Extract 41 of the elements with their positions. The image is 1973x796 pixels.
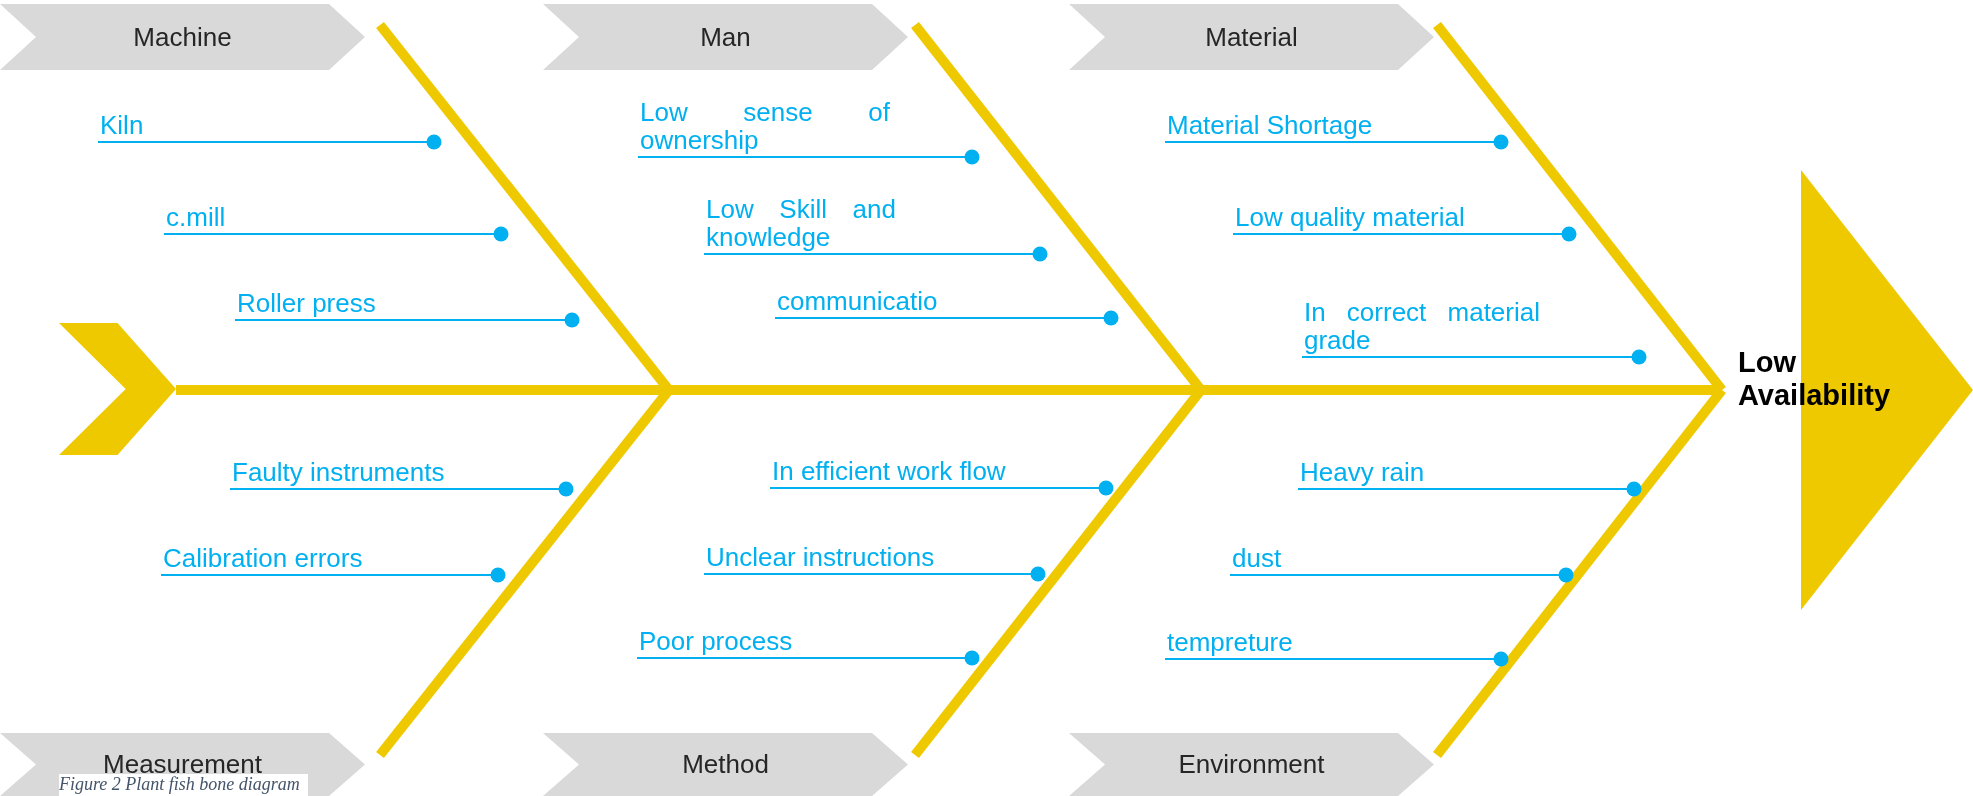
category-label: Method bbox=[543, 733, 908, 796]
leader-line bbox=[1301, 349, 1647, 365]
leader-line bbox=[769, 480, 1114, 496]
cause-text: Material Shortage bbox=[1167, 111, 1479, 140]
leader-line bbox=[163, 226, 509, 242]
cause-text: Low Skill and knowledge bbox=[706, 194, 896, 252]
cause-text: Unclear instructions bbox=[706, 543, 1016, 572]
leader-line bbox=[1164, 651, 1509, 667]
cause-text: Poor process bbox=[639, 627, 950, 656]
cause-text: Low quality material bbox=[1235, 203, 1547, 232]
cause-text: In correct material grade bbox=[1304, 297, 1540, 355]
leader-line bbox=[97, 134, 442, 150]
cause-text: c.mill bbox=[166, 203, 479, 232]
cause-text: Roller press bbox=[237, 289, 550, 318]
leader-line bbox=[1297, 481, 1642, 497]
leader-line bbox=[637, 149, 980, 165]
cause-text: communicatio bbox=[777, 287, 1089, 316]
leader-line bbox=[229, 481, 574, 497]
category-label: Environment bbox=[1069, 733, 1434, 796]
cause-text: tempreture bbox=[1167, 628, 1479, 657]
leader-line bbox=[636, 650, 980, 666]
figure-caption: Figure 2 Plant fish bone diagram bbox=[59, 774, 308, 796]
cause-text: Low sense of ownership bbox=[640, 97, 890, 155]
leader-line bbox=[160, 567, 506, 583]
category-label: Machine bbox=[0, 4, 365, 70]
leader-line bbox=[1229, 567, 1574, 583]
category-label: Material bbox=[1069, 4, 1434, 70]
leader-line bbox=[1232, 226, 1577, 242]
leader-line bbox=[1164, 134, 1509, 150]
category-label: Man bbox=[543, 4, 908, 70]
leader-line bbox=[703, 566, 1046, 582]
cause-text: Calibration errors bbox=[163, 544, 476, 573]
leader-line bbox=[234, 312, 580, 328]
tail-chevron bbox=[59, 323, 176, 455]
cause-text: In efficient work flow bbox=[772, 457, 1084, 486]
cause-text: Kiln bbox=[100, 111, 412, 140]
cause-text: dust bbox=[1232, 544, 1544, 573]
leader-line bbox=[703, 246, 1048, 262]
cause-text: Faulty instruments bbox=[232, 458, 544, 487]
leader-line bbox=[774, 310, 1119, 326]
cause-text: Heavy rain bbox=[1300, 458, 1612, 487]
